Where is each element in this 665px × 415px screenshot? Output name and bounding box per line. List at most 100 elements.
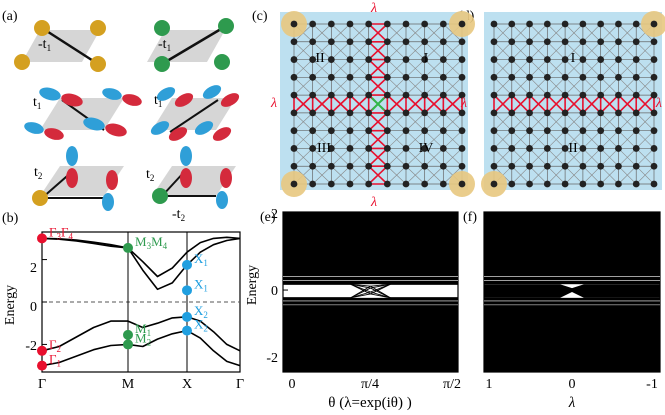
lattice-diagonal-bond (424, 59, 444, 78)
panel-d: I II λ (481, 11, 665, 197)
lattice-site (439, 56, 447, 63)
hopping-label: -t2 (172, 207, 185, 223)
lattice-site (597, 162, 605, 170)
orbital-s-orange (34, 20, 50, 36)
lattice-diagonal-bond (618, 59, 637, 78)
energy-band-continuum (283, 297, 458, 372)
b-irrep-label: M2 (135, 330, 151, 347)
cut-bond (312, 94, 332, 114)
lattice-site (597, 109, 605, 117)
lattice-site (365, 91, 373, 99)
lattice-diagonal-bond (582, 77, 601, 96)
plaquette (152, 166, 236, 196)
cut-bond (330, 94, 351, 114)
lattice-site (490, 91, 498, 99)
orbital-s-green (152, 188, 168, 204)
bond (169, 99, 219, 133)
b-irrep-label: Γ3Γ4 (49, 224, 74, 241)
lattice-site (309, 91, 317, 99)
lattice-diagonal-bond (600, 130, 619, 149)
lattice-site (365, 162, 373, 170)
lattice-site (508, 38, 516, 46)
lattice-site (327, 56, 335, 63)
panel-label-a: (a) (2, 9, 18, 24)
lattice-diagonal-bond (331, 23, 351, 42)
b-irrep-label: Γ2 (49, 337, 61, 354)
lattice-diagonal-bond (564, 130, 584, 149)
lattice-diagonal-bond (331, 148, 351, 167)
lattice-site (290, 91, 298, 99)
lattice-site (383, 180, 391, 188)
hopping-diagram-1: -t1 (14, 20, 106, 72)
lattice-diagonal-bond (511, 41, 530, 60)
lattice-diagonal-bond (564, 148, 584, 167)
cut-bond (424, 94, 444, 114)
lattice-site (650, 162, 658, 170)
b-symmetry-point (37, 345, 47, 356)
lattice-diagonal-bond (349, 112, 369, 131)
lattice-site (490, 38, 498, 46)
c-lambda-label: λ (370, 195, 377, 210)
lattice-diagonal-bond (424, 166, 444, 185)
cut-bond (368, 58, 388, 78)
panel-e: Energy 2 0 -2 0 π/4 π/2 θ (λ=exp(iθ) ) (245, 207, 461, 411)
c-lambda-label: λ (270, 96, 277, 111)
lattice-site (526, 56, 533, 63)
lattice-site (632, 56, 640, 63)
lattice-site (597, 73, 605, 81)
lattice-site (543, 109, 551, 117)
lattice-site (290, 73, 298, 81)
lattice-diagonal-bond (405, 130, 425, 149)
p-orbital-lobe-red (174, 93, 194, 107)
f-xlabel: λ (568, 395, 576, 411)
lattice-site (402, 73, 410, 81)
lattice-site (615, 20, 622, 28)
lattice-site (421, 56, 429, 63)
lattice-site (346, 73, 354, 81)
b-symmetry-point (123, 339, 133, 350)
lattice-site (402, 180, 410, 188)
hopping-diagram-3: t1 (24, 87, 142, 140)
cut-bond (546, 94, 566, 114)
lattice-site (561, 38, 569, 46)
lattice-diagonal-bond (405, 41, 425, 60)
lattice-diagonal-bond (493, 130, 512, 149)
lattice-diagonal-bond (424, 112, 444, 131)
p-orbital-lobe-red (106, 170, 118, 190)
lattice-site (309, 162, 317, 170)
lattice-diagonal-bond (636, 166, 655, 185)
gap-closing-region (484, 284, 660, 298)
p-orbital-lobe-red (212, 127, 232, 141)
lattice-site (290, 127, 298, 135)
lattice-site (346, 91, 354, 99)
panel-f: 1 0 -1 λ (483, 211, 661, 411)
lattice-site (365, 20, 373, 28)
lattice-diagonal-bond (529, 41, 548, 60)
lattice-diagonal-bond (493, 59, 512, 78)
lattice-site (365, 180, 373, 188)
panel-label-e: (e) (260, 210, 276, 225)
c-lambda-label: λ (460, 96, 467, 111)
lattice-diagonal-bond (618, 130, 637, 149)
lattice-diagonal-bond (405, 77, 425, 96)
lattice-site (383, 162, 391, 170)
lattice-site (543, 127, 551, 135)
lattice-site (439, 145, 447, 152)
lattice-site (421, 127, 429, 135)
lattice-site (365, 145, 373, 152)
orbital-s-orange (90, 20, 106, 36)
lattice-site (597, 91, 605, 99)
e-ytick: -2 (266, 351, 278, 366)
lattice-site (309, 73, 317, 81)
lattice-site (561, 180, 569, 188)
e-xlabel: θ (λ=exp(iθ) ) (328, 395, 411, 411)
lattice-diagonal-bond (293, 41, 313, 60)
p-orbital-lobe-blue (102, 193, 114, 211)
lattice-site (526, 20, 533, 28)
lattice-site (327, 91, 335, 99)
lattice-diagonal-bond (636, 130, 655, 149)
lattice-diagonal-bond (600, 148, 619, 167)
lattice-diagonal-bond (293, 77, 313, 96)
lattice-site (402, 145, 410, 152)
